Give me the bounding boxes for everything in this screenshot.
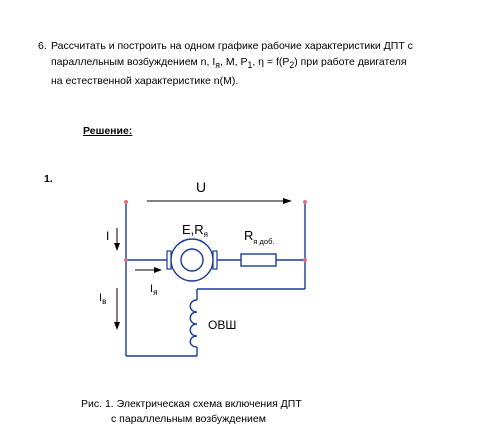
motor-symbol bbox=[166, 238, 218, 282]
current-i-arrow bbox=[114, 228, 120, 251]
motor-armature bbox=[180, 248, 204, 272]
task-line-2: параллельным возбуждением n, Iя, M, P1, … bbox=[38, 54, 490, 73]
task-number: 6. bbox=[38, 40, 47, 52]
task-text-2d: ) при работе двигателя bbox=[294, 56, 407, 68]
armature-current-arrow bbox=[135, 267, 162, 273]
task-line-3: на естественной характеристике n(M). bbox=[51, 75, 239, 88]
circuit-wires bbox=[125, 202, 306, 357]
task-statement: 6. Рассчитать и построить на одном график… bbox=[38, 38, 490, 89]
task-line-1: 6. Рассчитать и построить на одном график… bbox=[38, 38, 490, 54]
task-text-2a: параллельным возбуждением n, I bbox=[51, 56, 216, 68]
step-number: 1. bbox=[44, 173, 53, 185]
winding-label: ОВШ bbox=[208, 318, 236, 332]
task-sub-p1: 1 bbox=[247, 60, 253, 71]
figure-caption: Рис. 1. Электрическая схема включения ДП… bbox=[81, 397, 302, 427]
solution-heading: Решение: bbox=[83, 125, 133, 137]
task-sub-ia: я bbox=[215, 60, 221, 71]
emf-label: E,Rя bbox=[182, 222, 208, 239]
field-current-arrow bbox=[114, 288, 120, 330]
node-mid-right bbox=[303, 258, 307, 262]
voltage-label: U bbox=[196, 179, 206, 195]
resistor-label: Rя доб. bbox=[244, 228, 274, 246]
field-current-label: Iв bbox=[99, 292, 106, 306]
task-sub-p2: 2 bbox=[289, 60, 295, 71]
task-text-2b: , M, P bbox=[220, 56, 248, 68]
junction-nodes bbox=[124, 200, 307, 262]
armature-current-label: Iя bbox=[150, 283, 157, 297]
field-winding-coil bbox=[189, 299, 198, 348]
resistor-symbol bbox=[240, 253, 277, 267]
node-mid-left bbox=[124, 258, 128, 262]
voltage-arrow bbox=[147, 198, 292, 204]
caption-line-2: с параллельным возбуждением bbox=[111, 413, 266, 425]
node-top-right bbox=[303, 200, 307, 204]
task-text-2c: , η = f(P bbox=[252, 56, 290, 68]
caption-line-1: Рис. 1. Электрическая схема включения ДП… bbox=[81, 398, 302, 410]
current-i-label: I bbox=[106, 229, 109, 243]
task-text-1: Рассчитать и построить на одном графике … bbox=[51, 40, 413, 52]
node-top-left bbox=[124, 200, 128, 204]
